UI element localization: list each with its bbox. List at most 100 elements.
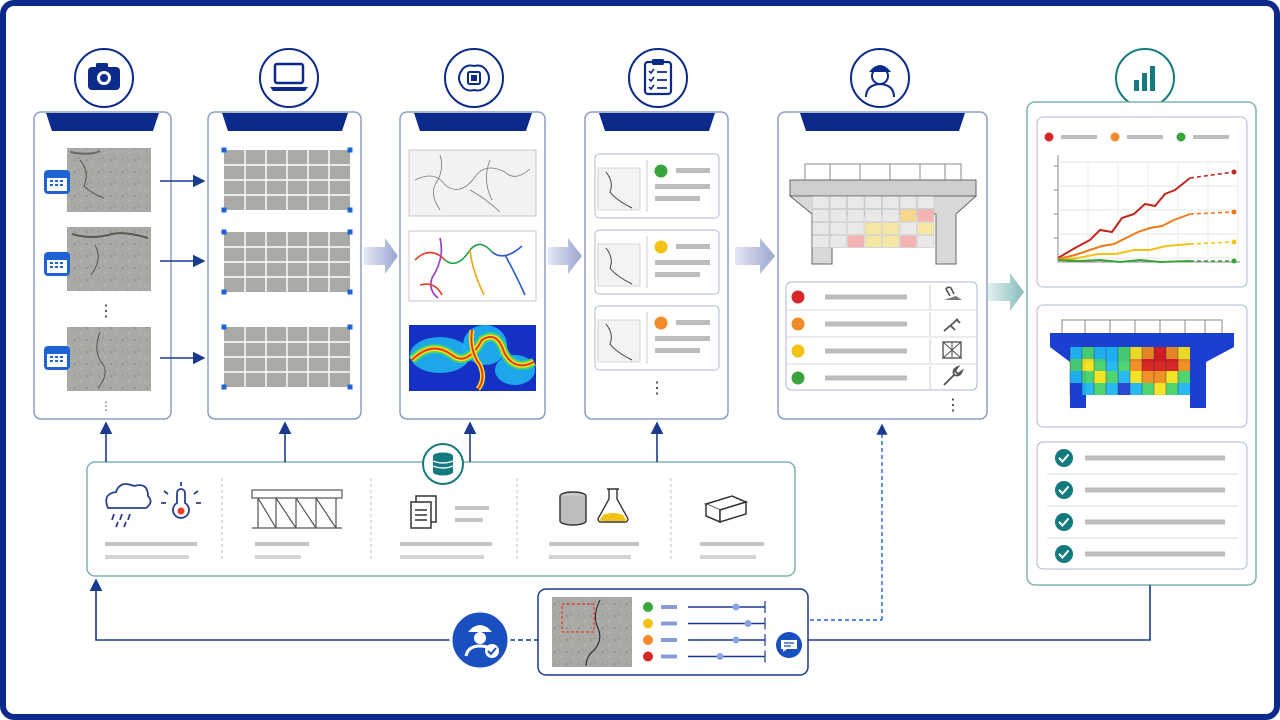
forecast-point — [1231, 239, 1237, 245]
photo-1 — [67, 148, 151, 212]
map-cell — [917, 196, 935, 209]
placeholder-line — [400, 555, 484, 559]
priority-row — [786, 312, 977, 338]
tile-handle — [221, 324, 227, 330]
slider-knob — [716, 653, 724, 660]
heat-cell — [1142, 359, 1154, 371]
heat-cell — [1094, 371, 1106, 383]
checklist-item — [1047, 449, 1238, 475]
heat-cell — [1118, 347, 1130, 359]
placeholder-line — [661, 621, 677, 626]
map-cell — [847, 222, 865, 235]
flow-arrow — [988, 273, 1024, 311]
placeholder-line — [676, 320, 710, 325]
severity-dot — [791, 290, 805, 304]
crack-thumbnail — [597, 243, 641, 287]
map-cell — [899, 209, 917, 222]
ai-brain-chip-icon — [444, 48, 504, 108]
placeholder-line — [661, 605, 677, 609]
trend-line — [1057, 258, 1191, 264]
placeholder-line — [825, 375, 907, 381]
ellipsis-1: ⋮ — [98, 303, 114, 320]
map-cell — [812, 222, 830, 235]
panel-results-dashboard — [1026, 101, 1257, 586]
checklist-item — [1047, 513, 1238, 539]
legend-label — [1193, 135, 1229, 139]
heat-cell — [1118, 359, 1130, 371]
clipboard-checklist-icon — [628, 48, 688, 108]
tile-handle — [347, 229, 353, 235]
flow-arrow — [735, 238, 775, 274]
placeholder-line — [455, 518, 483, 522]
placeholder-line — [825, 348, 907, 354]
severity-dot — [791, 317, 805, 331]
database-icon — [422, 443, 464, 485]
heat-cell — [1118, 383, 1130, 395]
check-icon — [1055, 545, 1073, 563]
heat-cell — [1130, 359, 1142, 371]
trend-chart — [1044, 132, 1240, 264]
lab-flask-icon — [597, 488, 629, 523]
checklist-item — [1055, 545, 1225, 563]
ellipsis-1b: ⋮ — [100, 399, 112, 413]
placeholder-line — [400, 542, 492, 546]
placeholder-line — [655, 272, 700, 277]
heat-cell — [1094, 347, 1106, 359]
heat-cell — [1070, 347, 1082, 359]
map-cell — [882, 209, 900, 222]
severity-dot — [643, 618, 653, 629]
assessment-card — [594, 305, 720, 371]
map-cell — [812, 209, 830, 222]
map-cell — [882, 222, 900, 235]
legend-dot — [1176, 132, 1186, 142]
placeholder-line — [655, 196, 700, 201]
severity-dot — [791, 371, 805, 385]
chat-bubble-icon — [776, 632, 802, 658]
severity-dot — [643, 602, 653, 612]
book-icon — [703, 495, 749, 524]
map-cell — [917, 222, 935, 235]
checklist-item — [1047, 481, 1238, 507]
calendar-icon — [44, 252, 70, 276]
placeholder-line — [661, 654, 677, 659]
map-cell — [899, 235, 917, 248]
crack-binary-map — [408, 149, 537, 217]
heat-cell — [1118, 371, 1130, 383]
heat-cell — [1130, 347, 1142, 359]
map-cell — [829, 209, 847, 222]
calendar-icon — [44, 170, 70, 194]
crack-thumbnail — [597, 167, 641, 211]
panel-crack-assessment: ⋮ — [584, 111, 729, 420]
crack-thumbnail — [597, 319, 641, 363]
map-cell — [882, 196, 900, 209]
calendar-icon — [44, 346, 70, 370]
map-cell — [847, 196, 865, 209]
feedback-slider-row — [643, 617, 766, 630]
heat-cell — [1082, 359, 1094, 371]
wrench-icon — [943, 365, 964, 386]
heat-cell — [1094, 359, 1106, 371]
documents-icon — [410, 495, 437, 529]
placeholder-line — [661, 638, 677, 642]
forecast-point — [1231, 209, 1237, 215]
heat-cell — [1166, 371, 1178, 383]
heat-cell — [1166, 347, 1178, 359]
legend-dot — [1110, 132, 1120, 142]
map-cell — [847, 209, 865, 222]
slider-knob — [732, 636, 740, 644]
tile-handle — [221, 384, 227, 390]
trowel-icon — [944, 286, 962, 300]
heat-cell — [1154, 371, 1166, 383]
tiled-image — [221, 324, 353, 390]
tiled-image — [221, 147, 353, 213]
heat-cell — [1142, 383, 1154, 395]
placeholder-line — [655, 260, 710, 265]
tiled-image — [221, 229, 353, 295]
placeholder-line — [676, 244, 710, 249]
map-cell — [864, 222, 882, 235]
heat-cell — [1130, 371, 1142, 383]
legend-label — [1127, 135, 1163, 139]
heat-cell — [1094, 383, 1106, 395]
tile-handle — [347, 147, 353, 153]
heat-cell — [1142, 347, 1154, 359]
